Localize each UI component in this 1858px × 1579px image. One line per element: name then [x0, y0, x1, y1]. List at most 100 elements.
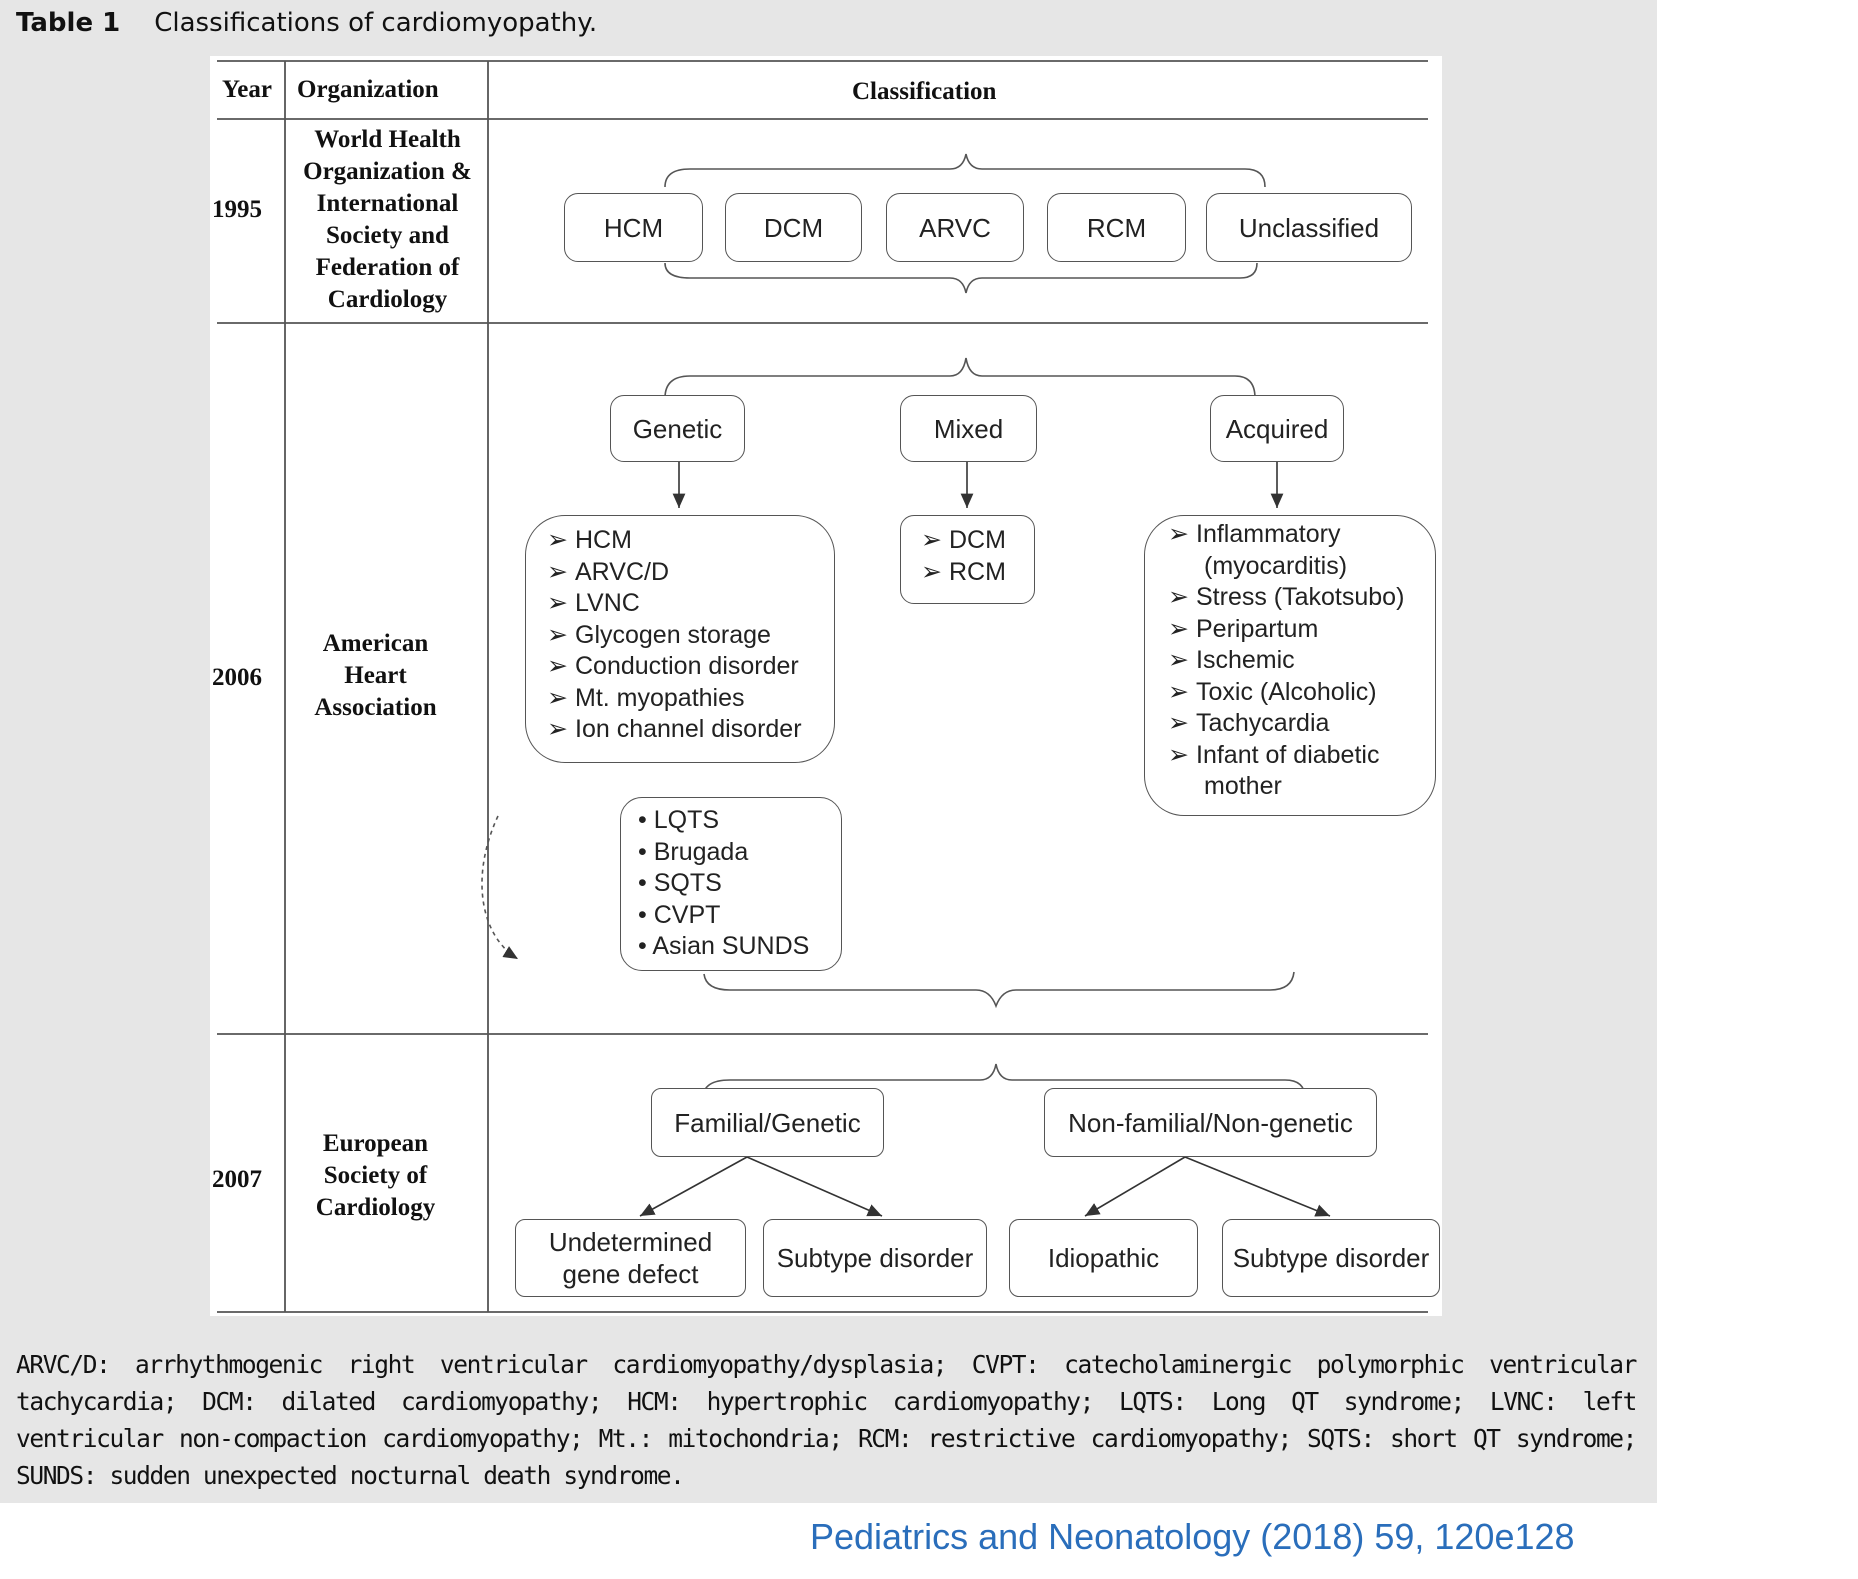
list-item: • Brugada: [638, 837, 749, 866]
arrow-bullet-icon: ➢: [547, 557, 568, 586]
org-line: European: [322, 1130, 429, 1157]
list-item: • CVPT: [638, 900, 721, 929]
org-line: American: [322, 630, 429, 657]
brace-1995-top: [664, 153, 1266, 188]
arrow-bullet-icon: ➢: [1168, 614, 1189, 643]
mixed-list-box: ➢DCM ➢RCM: [900, 515, 1035, 604]
classification-figure: Year Organization Classification 1995 Wo…: [210, 56, 1442, 1316]
org-line: International: [316, 190, 459, 217]
brace-2006-top: [664, 357, 1256, 399]
org-line: Cardiology: [315, 1194, 436, 1221]
arrow-bullet-icon: ➢: [921, 526, 942, 554]
header-year: Year: [222, 76, 272, 103]
list-item: ➢Ion channel disorder: [547, 714, 834, 746]
list-item: ➢HCM: [547, 525, 834, 557]
bullet-icon: •: [638, 869, 647, 897]
box-idiopathic: Idiopathic: [1009, 1219, 1198, 1297]
list-item: mother: [1204, 772, 1282, 800]
org-line: Federation of: [315, 254, 460, 281]
table-label: Table 1: [16, 8, 121, 38]
box-mixed: Mixed: [900, 395, 1037, 462]
arrow-familial-left: [639, 1156, 748, 1217]
org-line: Society of: [323, 1162, 428, 1189]
list-item: ➢Ischemic: [1168, 645, 1435, 677]
arrow-nonfamilial-right: [1184, 1156, 1331, 1217]
table-rules: [217, 60, 1428, 1313]
org-line: Heart: [344, 662, 407, 689]
org-2007: European Society of Cardiology: [278, 1128, 473, 1224]
bullet-icon: •: [638, 837, 647, 866]
arrow-bullet-icon: ➢: [1168, 709, 1189, 737]
org-line: Association: [314, 694, 437, 721]
figure-lines: [217, 60, 1428, 1313]
list-item: • LQTS: [638, 806, 720, 834]
list-item: • SQTS: [638, 869, 722, 897]
year-2006: 2006: [212, 664, 262, 691]
box-nonfamilial-nongenetic: Non-familial/Non-genetic: [1044, 1088, 1377, 1157]
year-1995: 1995: [212, 196, 262, 223]
arrow-bullet-icon: ➢: [547, 683, 568, 712]
arrow-bullet-icon: ➢: [547, 589, 568, 617]
list-item: ➢Inflammatory: [1168, 519, 1435, 551]
list-item: ➢DCM: [921, 525, 1034, 557]
list-item: • Asian SUNDS: [638, 932, 810, 960]
genetic-list-box: ➢HCM ➢ARVC/D ➢LVNC ➢Glycogen storage ➢Co…: [525, 515, 835, 763]
box-hcm: HCM: [564, 193, 703, 262]
box-arvc: ARVC: [886, 193, 1024, 262]
acquired-list-box: ➢Inflammatory (myocarditis) ➢Stress (Tak…: [1144, 515, 1436, 816]
box-rcm: RCM: [1047, 193, 1186, 262]
table-caption: Table 1 Classifications of cardiomyopathy…: [16, 8, 597, 38]
arrow-bullet-icon: ➢: [1168, 677, 1189, 706]
list-item: ➢RCM: [921, 557, 1034, 589]
arrow-bullet-icon: ➢: [547, 526, 568, 554]
arrow-bullet-icon: ➢: [1168, 646, 1189, 674]
box-genetic: Genetic: [610, 395, 745, 462]
header-classification: Classification: [852, 78, 997, 105]
arrow-bullet-icon: ➢: [547, 620, 568, 649]
org-line: Cardiology: [327, 286, 448, 313]
arrow-bullet-icon: ➢: [1168, 520, 1189, 548]
brace-1995-bottom: [664, 262, 1258, 294]
arrow-bullet-icon: ➢: [547, 652, 568, 680]
journal-citation: Pediatrics and Neonatology (2018) 59, 12…: [810, 1516, 1575, 1557]
list-item: ➢Stress (Takotsubo): [1168, 582, 1435, 614]
list-item: ➢Infant of diabetic: [1168, 740, 1435, 772]
box-familial-genetic: Familial/Genetic: [651, 1088, 884, 1157]
arrow-nonfamilial-left: [1084, 1156, 1186, 1217]
ion-channel-list-box: • LQTS • Brugada • SQTS • CVPT • Asian S…: [620, 797, 842, 971]
arrow-bullet-icon: ➢: [547, 715, 568, 743]
list-item: ➢Peripartum: [1168, 614, 1435, 646]
box-subtype-disorder-nonfamilial: Subtype disorder: [1222, 1219, 1440, 1297]
org-line: World Health: [314, 126, 461, 153]
arrow-bullet-icon: ➢: [921, 557, 942, 586]
bullet-icon: •: [638, 806, 647, 834]
box-undetermined-gene-defect: Undetermined gene defect: [515, 1219, 746, 1297]
list-item: ➢ARVC/D: [547, 557, 834, 589]
org-2006: American Heart Association: [278, 628, 473, 724]
year-2007: 2007: [212, 1166, 262, 1193]
list-item: ➢Toxic (Alcoholic): [1168, 677, 1435, 709]
table-title: Classifications of cardiomyopathy.: [154, 8, 598, 38]
org-line: Organization &: [303, 158, 472, 185]
box-subtype-disorder-familial: Subtype disorder: [763, 1219, 987, 1297]
arrow-bullet-icon: ➢: [1168, 740, 1189, 769]
box-acquired: Acquired: [1210, 395, 1344, 462]
list-item: (myocarditis): [1204, 551, 1348, 580]
arrow-familial-right: [746, 1156, 883, 1217]
list-item: ➢LVNC: [547, 588, 834, 620]
list-item: ➢Glycogen storage: [547, 620, 834, 652]
list-item: ➢Conduction disorder: [547, 651, 834, 683]
header-organization: Organization: [297, 76, 439, 103]
brace-2006-bottom: [703, 971, 1295, 1009]
box-unclassified: Unclassified: [1206, 193, 1412, 262]
table-footnote: ARVC/D: arrhythmogenic right ventricular…: [16, 1350, 1637, 1490]
list-item: ➢Mt. myopathies: [547, 683, 834, 715]
list-item: ➢Tachycardia: [1168, 708, 1435, 740]
org-1995: World Health Organization & Internationa…: [290, 124, 485, 316]
arrow-bullet-icon: ➢: [1168, 583, 1189, 611]
box-dcm: DCM: [725, 193, 862, 262]
org-line: Society and: [326, 222, 449, 249]
bullet-icon: •: [638, 900, 647, 929]
brace-2007-top: [702, 1063, 1306, 1099]
bullet-icon: •: [638, 932, 647, 960]
